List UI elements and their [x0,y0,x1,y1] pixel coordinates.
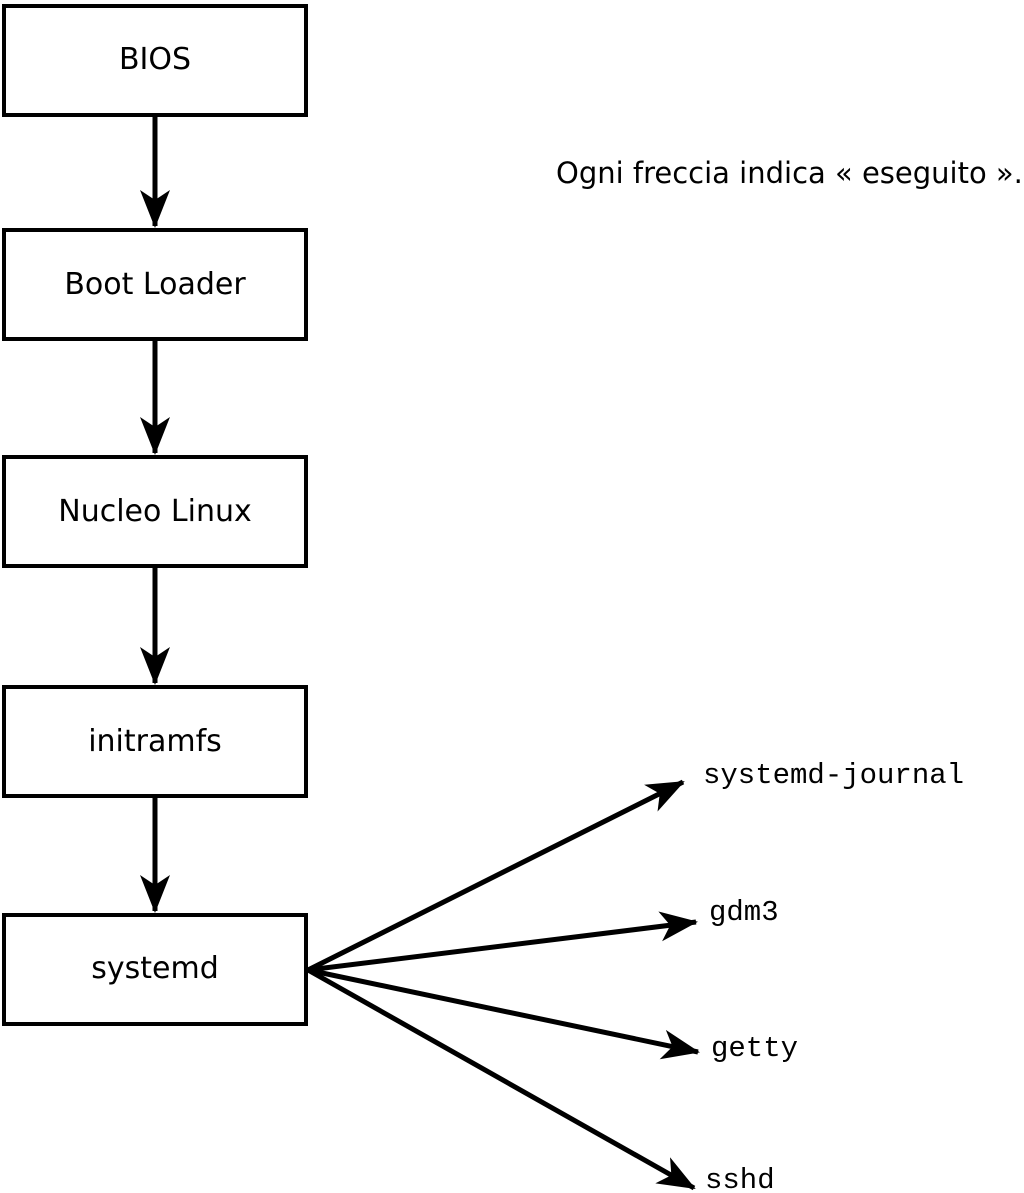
annotation-text: Ogni freccia indica « eseguito ». [556,156,1023,190]
box-systemd [2,913,308,1026]
box-boot-loader [2,228,308,341]
service-label-gdm3: gdm3 [709,896,779,929]
service-label-systemd-journal: systemd-journal [703,759,964,792]
box-systemd-label: systemd [91,951,219,986]
arrow-systemd-to-getty [307,967,700,1060]
box-initramfs-label: initramfs [88,724,222,759]
box-boot-loader-label: Boot Loader [64,267,246,302]
arrow-systemd-to-sshd [306,967,696,1191]
arrow-systemd-to-systemd-journal [306,779,685,973]
box-bios [2,4,308,117]
service-label-sshd: sshd [705,1164,775,1193]
box-nucleo-linux-label: Nucleo Linux [58,494,251,529]
arrow-systemd-to-gdm3 [307,911,698,973]
box-bios-label: BIOS [119,42,191,77]
service-label-getty: getty [711,1032,798,1065]
box-initramfs [2,685,308,798]
box-nucleo-linux [2,455,308,568]
